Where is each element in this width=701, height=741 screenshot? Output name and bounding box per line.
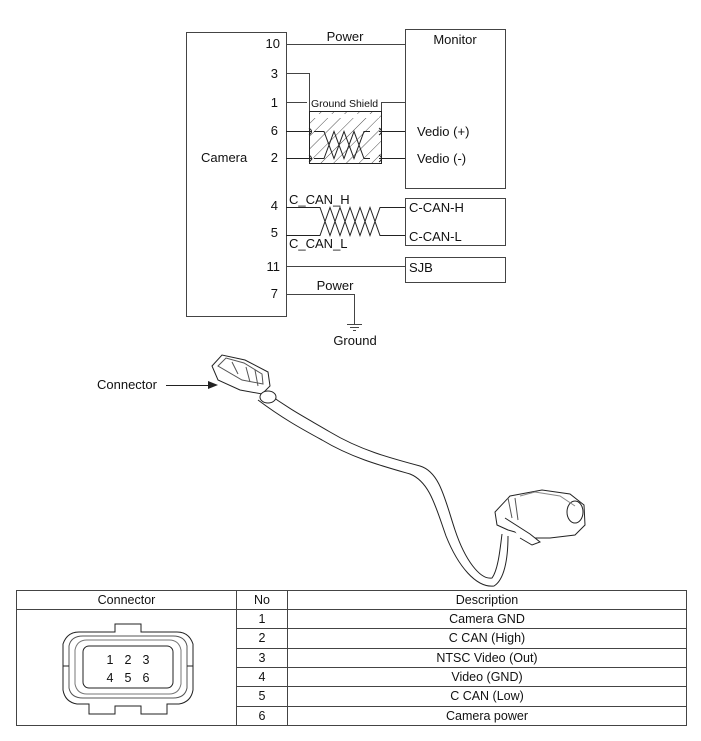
pin-7: 7: [271, 286, 278, 301]
connector-plug-icon: [211, 354, 277, 404]
header-connector: Connector: [16, 590, 237, 610]
connector-pin-table: Connector No Description 1: [16, 590, 687, 727]
pin-no: 3: [236, 647, 288, 668]
pin-no: 4: [236, 666, 288, 688]
connector-face-icon: 1 2 3 4 5 6: [62, 623, 194, 715]
pin-1: 1: [271, 95, 278, 110]
wire-pin-7: [286, 294, 355, 324]
ground-label: Ground: [333, 333, 376, 348]
can-h-label: C-CAN-H: [409, 200, 464, 215]
face-pin-2: 2: [125, 653, 132, 667]
face-pin-3: 3: [143, 653, 150, 667]
camera-box: [186, 32, 287, 317]
face-pin-1: 1: [107, 653, 114, 667]
face-pin-4: 4: [107, 671, 114, 685]
connector-callout-label: Connector: [97, 377, 158, 392]
video-minus-label: Vedio (-): [417, 151, 466, 166]
table-row: 4 Video (GND): [17, 666, 687, 688]
c-can-l-wire-label: C_CAN_L: [289, 236, 348, 251]
pin-no: 1: [236, 608, 288, 630]
pin-description: C CAN (High): [287, 628, 687, 649]
pin-3: 3: [271, 66, 278, 81]
camera-unit-icon: [494, 489, 586, 546]
face-pin-5: 5: [125, 671, 132, 685]
video-twisted-pair: [286, 127, 405, 163]
header-description: Description: [287, 590, 687, 610]
camera-cable: [257, 391, 509, 587]
pin-no: 2: [236, 628, 288, 649]
can-twisted-pair: [286, 206, 405, 237]
camera-label: Camera: [201, 150, 248, 165]
can-box: [405, 198, 506, 246]
wire-shield-monitor: [381, 102, 405, 111]
connector-face-cell: 1 2 3 4 5 6: [16, 609, 237, 726]
face-pin-6: 6: [143, 671, 150, 685]
table-row: 1 2 3 4 5 6 1 Camera GND: [16, 608, 687, 726]
pin-2: 2: [271, 150, 278, 165]
pin-no: 6: [236, 705, 288, 727]
monitor-label: Monitor: [433, 32, 477, 47]
pin-description: C CAN (Low): [287, 686, 687, 707]
monitor-box: [405, 29, 506, 189]
pin-no: 5: [236, 686, 288, 707]
header-no: No: [236, 590, 288, 610]
pin-5: 5: [271, 225, 278, 240]
sjb-box: [405, 257, 506, 283]
ground-shield-label: Ground Shield: [311, 98, 378, 110]
pin-description: Camera power: [287, 705, 687, 727]
callout-arrow: [166, 381, 218, 389]
table-row: 6 Camera power: [17, 705, 687, 727]
power-top-label: Power: [327, 29, 365, 44]
pin-11: 11: [267, 259, 281, 274]
pin-4: 4: [271, 198, 278, 213]
camera-pin-numbers: 10 3 1 6 2 4 5 11 7: [266, 36, 280, 301]
pin-description: Video (GND): [287, 666, 687, 688]
wire-pin-3: [286, 73, 310, 111]
video-plus-label: Vedio (+): [417, 124, 469, 139]
power-bottom-label: Power: [317, 278, 355, 293]
pin-description: Camera GND: [287, 608, 687, 630]
table-row: 3 NTSC Video (Out): [17, 647, 687, 668]
table-row: 2 C CAN (High): [17, 628, 687, 649]
can-l-label: C-CAN-L: [409, 229, 462, 244]
pin-6: 6: [271, 123, 278, 138]
c-can-h-wire-label: C_CAN_H: [289, 192, 350, 207]
pin-10: 10: [266, 36, 280, 51]
sjb-label: SJB: [409, 260, 433, 275]
ground-symbol-icon: [347, 324, 362, 331]
pin-description: NTSC Video (Out): [287, 647, 687, 668]
